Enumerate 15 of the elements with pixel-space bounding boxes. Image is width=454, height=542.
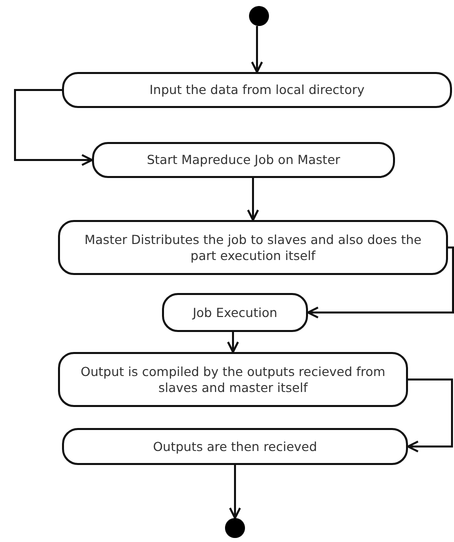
arrow [229,465,241,519]
activity-box: Start Mapreduce Job on Master [92,142,395,178]
arrow [251,26,263,73]
activity-box: Outputs are then recieved [62,428,408,465]
activity-box: Master Distributes the job to slaves and also does the part execution itself [58,220,448,275]
arrow [307,246,454,318]
arrow [227,332,239,353]
arrow [14,89,93,166]
activity-box: Input the data from local directory [62,72,452,108]
arrow [247,178,259,221]
activity-box: Output is compiled by the outputs recieved from slaves and master itself [58,352,408,407]
start-node [249,6,269,26]
arrow [407,378,453,452]
end-node [225,518,245,538]
activity-box: Job Execution [162,293,308,332]
